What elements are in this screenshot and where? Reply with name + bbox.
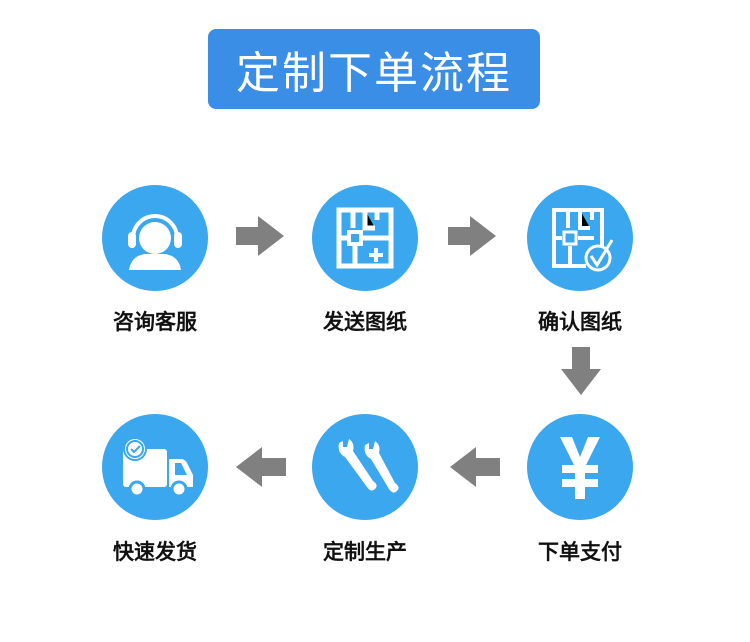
step-custom-production-circle bbox=[312, 414, 418, 520]
step-custom-production-label: 定制生产 bbox=[323, 540, 407, 564]
step-order-payment-circle bbox=[527, 414, 633, 520]
arrow-left-icon bbox=[236, 447, 286, 487]
arrow-down-icon bbox=[561, 347, 601, 397]
page-title: 定制下单流程 bbox=[236, 48, 512, 99]
step-fast-shipping-circle bbox=[102, 414, 208, 520]
yen-icon bbox=[560, 437, 600, 499]
arrow-right-icon bbox=[236, 216, 286, 256]
delivery-truck-icon bbox=[123, 437, 193, 498]
step-send-drawing-label: 发送图纸 bbox=[323, 310, 407, 334]
step-confirm-drawing-label: 确认图纸 bbox=[538, 310, 622, 334]
title-banner: 定制下单流程 bbox=[208, 29, 540, 109]
arrow-right-icon bbox=[448, 216, 498, 256]
step-consult-circle bbox=[102, 185, 208, 291]
floorplan-add-icon bbox=[336, 207, 394, 269]
customer-service-headset-icon bbox=[128, 214, 182, 270]
step-order-payment-label: 下单支付 bbox=[538, 540, 622, 564]
step-confirm-drawing-circle bbox=[527, 185, 633, 291]
step-send-drawing-circle bbox=[312, 185, 418, 291]
step-fast-shipping-label: 快速发货 bbox=[113, 540, 197, 564]
floorplan-check-icon bbox=[552, 208, 614, 272]
wrenches-icon bbox=[338, 439, 399, 493]
arrow-left-icon bbox=[450, 447, 500, 487]
step-consult-label: 咨询客服 bbox=[113, 310, 197, 334]
